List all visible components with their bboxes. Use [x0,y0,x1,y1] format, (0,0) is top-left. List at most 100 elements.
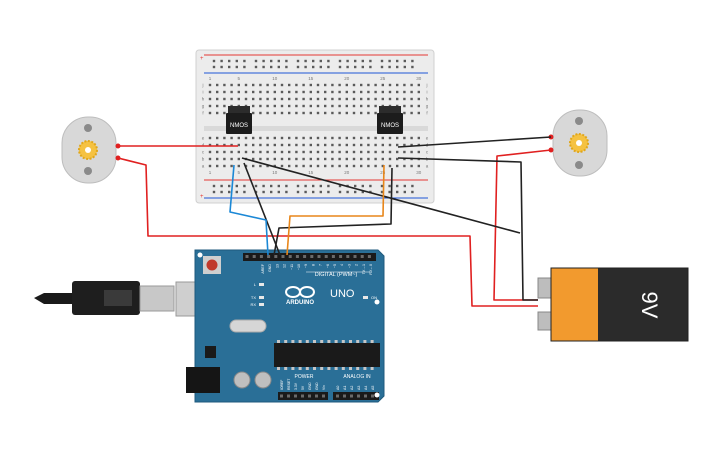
breadboard-hole [381,90,384,94]
breadboard-hole [345,164,348,168]
chip-pin [320,367,324,370]
header-pin [281,255,285,258]
breadboard-hole [302,90,305,94]
breadboard-hole [309,90,312,94]
breadboard-hole [259,143,262,147]
breadboard-hole [244,97,248,101]
breadboard-hole [360,104,363,108]
rail-hole [212,184,216,188]
wire-black-motor-right-to-breadboard[interactable] [397,136,552,148]
rail-hole [369,65,372,69]
digital-header-pins [245,255,371,258]
rail-hole [354,184,357,188]
breadboard-hole [403,83,406,87]
nmos-transistor-right[interactable]: NMOS [377,106,403,134]
rail-hole [327,59,330,63]
breadboard-hole [309,143,312,147]
wire-orange-gate-right[interactable] [286,164,385,256]
motor-screw [84,167,92,175]
rail-hole [220,190,223,194]
header-pin [324,255,328,258]
breadboard-hole [280,164,284,168]
power-header-label: POWER [295,374,314,380]
breadboard-hole [244,143,248,147]
breadboard-hole [381,157,384,161]
breadboard-hole [338,150,341,154]
rail-hole [285,65,288,69]
battery-9v[interactable]: 9V [537,267,689,342]
breadboard-hole [345,111,348,115]
breadboard-hole [316,111,320,115]
breadboard-hole [331,164,334,168]
wires[interactable] [117,136,552,307]
rail-hole [346,65,349,69]
motor-screw [575,117,583,125]
rail-hole [369,184,372,188]
rail-hole [346,59,349,63]
column-number: 1 [209,170,212,175]
breadboard-hole [302,111,305,115]
breadboard-hole [295,157,298,161]
breadboard-hole [316,143,320,147]
reset-button[interactable] [206,259,218,271]
wire-black-gnd-left[interactable] [243,162,281,256]
breadboard-hole [417,150,420,154]
rail-hole [403,190,406,194]
breadboard-hole [237,90,240,94]
breadboard-hole [223,157,226,161]
wire-red-motor-right-to-battery[interactable] [493,149,552,301]
rail-hole [380,65,384,69]
breadboard-hole [273,90,276,94]
breadboard-hole [352,143,356,147]
rail-hole [411,65,414,69]
breadboard-hole [331,90,334,94]
breadboard-hole [280,111,284,115]
breadboard-hole [396,90,399,94]
rail-hole [270,59,273,63]
wire-black-breadboard-to-battery[interactable] [397,157,538,301]
breadboard-hole [352,136,356,140]
rail-hole [327,65,330,69]
header-pin [259,255,263,258]
breadboard-hole [230,164,233,168]
rail-hole [262,190,265,194]
motor-shaft [85,147,91,153]
breadboard-hole [324,150,327,154]
capacitor [233,371,251,389]
chip-pin [341,367,345,370]
row-letter: c [426,150,429,155]
chip-pin [277,367,280,370]
wire-red-motor-left-to-battery[interactable] [117,157,538,307]
wire-blue-gate-left[interactable] [229,164,269,256]
dc-motor-right[interactable] [548,109,608,177]
arduino-model: UNO [330,288,355,300]
plus-sign-top: + [200,56,204,62]
breadboard-hole [273,83,276,87]
rail-hole [319,190,322,194]
rail-hole [396,190,399,194]
dc-motor-left[interactable] [61,116,121,184]
header-pin [322,394,325,398]
battery-cap [598,268,688,341]
breadboard-hole [352,164,356,168]
breadboard-hole [266,83,269,87]
usb-cable[interactable] [34,281,207,317]
breadboard-hole [360,150,363,154]
dc-power-jack [186,367,220,393]
nmos-transistor-left[interactable]: NMOS [226,106,252,134]
microcontroller-chip [274,343,380,367]
breadboard-hole [360,83,363,87]
breadboard-hole [410,97,413,101]
header-pin [360,255,364,258]
breadboard-hole [316,136,320,140]
wire-black-gnd-right[interactable] [273,167,393,256]
rail-hole [327,190,330,194]
chip-pin [370,340,374,343]
breadboard-hole [288,104,291,108]
wire-black-breadboard-to-battery-2[interactable] [241,157,521,234]
